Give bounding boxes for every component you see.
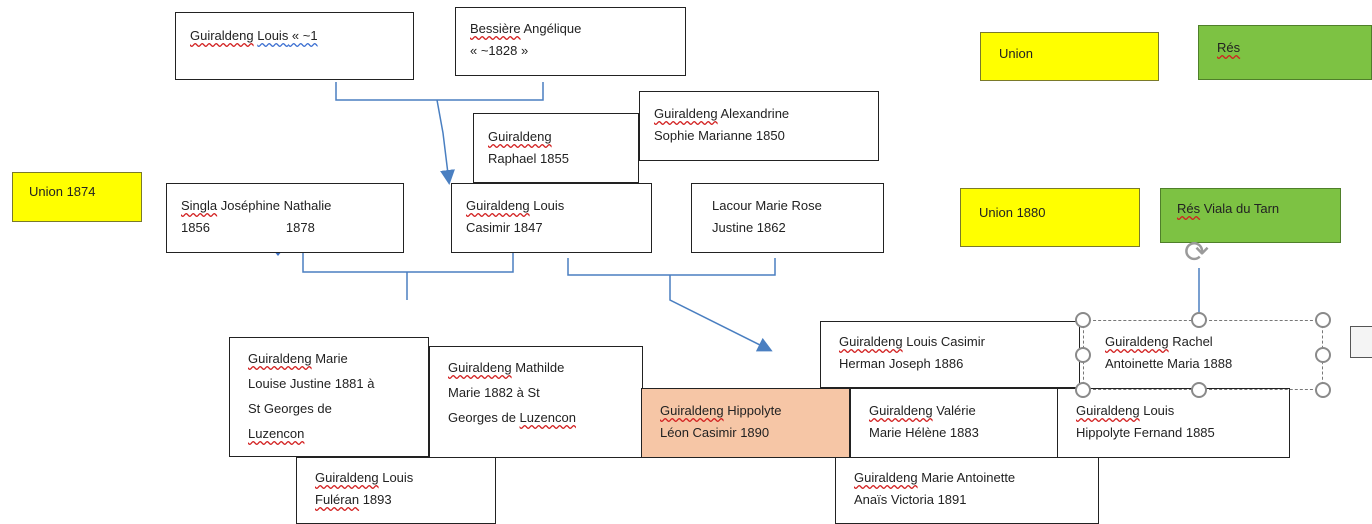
resize-handle-tl[interactable] [1075,312,1091,328]
resize-handle-tr[interactable] [1315,312,1331,328]
bracket-top-parents [335,82,544,101]
resize-handle-tm[interactable] [1191,312,1207,328]
union-label: Union [980,32,1159,81]
selection-frame [1083,320,1323,390]
resize-handle-bm[interactable] [1191,382,1207,398]
person-louis-sr[interactable]: Guiraldeng Louis « ~1 [175,12,414,80]
person-louis-fuleran[interactable]: Guiraldeng Louis Fuléran 1893 [296,457,496,524]
person-rachel[interactable]: Guiraldeng Rachel Antoinette Maria 1888 [1105,334,1233,371]
resize-handle-ml[interactable] [1075,347,1091,363]
person-louis-herman[interactable]: Guiraldeng Louis Casimir Herman Joseph 1… [820,321,1080,388]
res-label: Rés [1198,25,1372,80]
person-louis-casimir[interactable]: Guiraldeng Louis Casimir 1847 [451,183,652,253]
person-louis-fernand[interactable]: Guiraldeng Louis Hippolyte Fernand 1885 [1057,388,1290,458]
person-marie-louise[interactable]: Guiraldeng Marie Louise Justine 1881 à S… [229,337,429,457]
person-marie-antoinette[interactable]: Guiraldeng Marie Antoinette Anaïs Victor… [835,457,1099,524]
layout-options-icon[interactable] [1350,326,1372,358]
person-hippolyte[interactable]: Guiraldeng Hippolyte Léon Casimir 1890 [641,388,850,458]
resize-handle-bl[interactable] [1075,382,1091,398]
union-1880-label: Union 1880 [960,188,1140,247]
person-alexandrine[interactable]: Guiraldeng Alexandrine Sophie Marianne 1… [639,91,879,161]
resize-handle-mr[interactable] [1315,347,1331,363]
union-1874-label: Union 1874 [12,172,142,222]
resize-handle-br[interactable] [1315,382,1331,398]
person-mathilde[interactable]: Guiraldeng Mathilde Marie 1882 à St Geor… [429,346,643,458]
person-angelique[interactable]: Bessière Angélique « ~1828 » [455,7,686,76]
bracket-union-1874 [302,252,514,273]
person-lacour[interactable]: Lacour Marie Rose Justine 1862 [691,183,884,253]
person-raphael[interactable]: Guiraldeng Raphael 1855 [473,113,639,183]
res-viala-label: Rés Viala du Tarn [1160,188,1341,243]
arrow-union-1880-to-hippolyte [669,275,773,352]
bracket-union-1880 [567,258,776,276]
arrow-top-to-louis-casimir [436,99,455,185]
rotate-icon[interactable]: ⟳ [1184,236,1210,269]
person-valerie[interactable]: Guiraldeng Valérie Marie Hélène 1883 [850,388,1059,458]
